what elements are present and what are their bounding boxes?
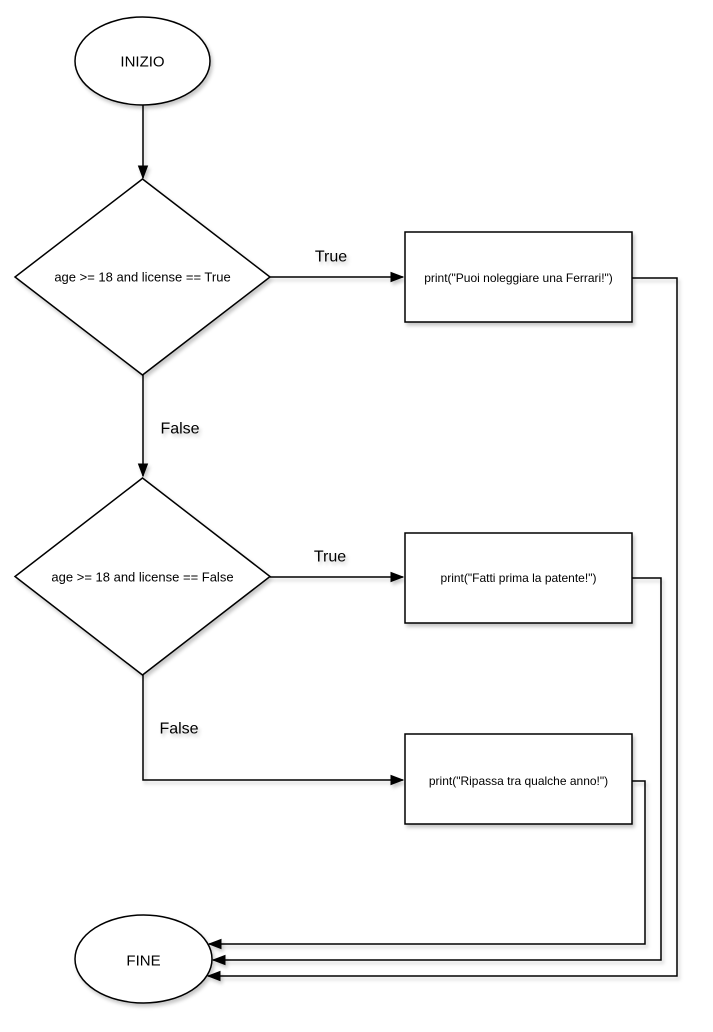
edge-label-decision1-false: False	[160, 421, 199, 438]
edge-process1-to-end	[208, 277, 678, 976]
decision2-label: age >= 18 and license == False	[51, 570, 233, 585]
process2-label: print("Fatti prima la patente!")	[441, 571, 597, 585]
edge-label-decision2-false: False	[159, 721, 198, 738]
terminator-start	[74, 16, 211, 106]
terminator-end	[74, 914, 213, 1004]
edge-decision2-false	[142, 675, 403, 780]
decision-1	[13, 178, 272, 376]
edge-process3-to-end	[209, 780, 646, 944]
edge-layer	[142, 105, 678, 976]
edge-label-layer: True False True False	[159, 249, 347, 738]
decision-2	[13, 477, 272, 676]
process3-label: print("Ripassa tra qualche anno!")	[429, 774, 608, 788]
node-layer	[13, 16, 633, 1004]
end-label: FINE	[126, 952, 160, 969]
edge-label-decision1-true: True	[315, 249, 347, 266]
process1-label: print("Puoi noleggiare una Ferrari!")	[424, 271, 613, 285]
process-1	[404, 231, 633, 323]
decision1-label: age >= 18 and license == True	[54, 270, 230, 285]
start-label: INIZIO	[120, 53, 164, 70]
process-2	[404, 532, 633, 624]
process-3	[404, 733, 633, 825]
edge-label-decision2-true: True	[314, 549, 346, 566]
edge-process2-to-end	[213, 577, 662, 960]
node-label-layer: INIZIO age >= 18 and license == True pri…	[51, 53, 612, 969]
